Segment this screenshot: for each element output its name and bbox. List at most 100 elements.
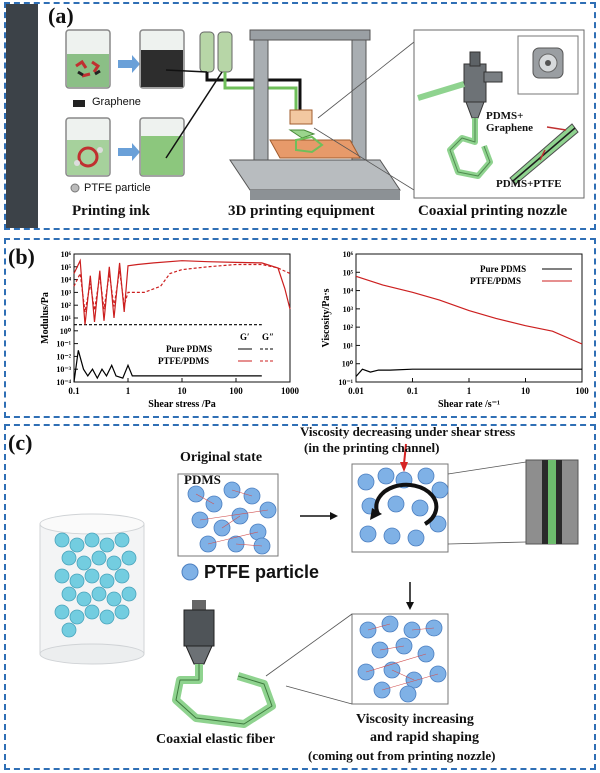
y-tick-label: 10³ <box>61 288 72 297</box>
beaker-graphene-ink <box>139 29 185 89</box>
y-tick-label: 10² <box>343 323 354 332</box>
nozzle-tip-photo <box>532 47 564 79</box>
beaker-ptfe-ink <box>139 117 185 177</box>
particle <box>54 568 70 584</box>
coaxial-elastic-fiber-label: Coaxial elastic fiber <box>156 732 275 747</box>
core-label: PDMS+PTFE <box>496 178 562 190</box>
y-tick-label: 10⁴ <box>61 276 72 285</box>
panel-a-illustration <box>65 29 585 200</box>
particle <box>359 525 377 543</box>
legend-ptfe-pdms: PTFE/PDMS <box>158 356 209 366</box>
particle <box>61 550 77 566</box>
particle <box>114 604 130 620</box>
x-tick-label: 100 <box>229 386 243 396</box>
particle <box>91 550 107 566</box>
down-arrow-icon <box>406 602 414 610</box>
particle <box>76 591 92 607</box>
graphene-flake-icon <box>73 100 85 107</box>
graphene-label: Graphene <box>92 96 141 108</box>
series-line <box>355 275 583 345</box>
particle <box>106 555 122 571</box>
panel-a <box>4 2 596 230</box>
particle <box>91 586 107 602</box>
particle <box>407 529 425 547</box>
particle <box>399 685 417 703</box>
y-tick-label: 10⁻⁴ <box>56 378 71 387</box>
elastic-fiber-nozzle <box>172 600 276 728</box>
ptfe-particle-legend-icon <box>181 563 199 581</box>
ptfe-particle-icon <box>70 183 80 193</box>
particle <box>61 586 77 602</box>
chain-link <box>221 515 241 529</box>
particle <box>114 532 130 548</box>
chain-link <box>367 623 391 631</box>
legend-ptfe-pdms: PTFE/PDMS <box>470 276 521 286</box>
beaker-graphene-raw <box>65 29 111 89</box>
chain-link <box>231 489 253 497</box>
particle <box>377 467 395 485</box>
x-tick-label: 100 <box>575 386 589 396</box>
arrow-icon <box>118 143 140 161</box>
chain-link <box>199 509 269 521</box>
particle <box>417 467 435 485</box>
particle <box>54 604 70 620</box>
series-line <box>355 368 582 377</box>
y-tick-label: 10⁵ <box>61 263 72 272</box>
particle <box>84 604 100 620</box>
panel-c-illustration <box>39 443 579 728</box>
viscosity-decreasing-line1: Viscosity decreasing under shear stress <box>300 424 516 439</box>
printing-channel <box>525 459 579 545</box>
viscosity-increasing-line1: Viscosity increasing <box>356 712 474 727</box>
particle <box>99 573 115 589</box>
particle <box>99 609 115 625</box>
y-tick-label: 10⁻¹ <box>56 340 71 349</box>
particle <box>411 499 429 517</box>
final-state-particles <box>357 615 447 703</box>
particle <box>69 537 85 553</box>
ink-cylinder <box>39 513 145 665</box>
particle <box>76 555 92 571</box>
series-line <box>73 263 291 313</box>
coaxial-fiber-cone <box>509 123 579 185</box>
shell-label-line1: PDMS+ <box>486 110 524 122</box>
panel-b-label: (b) <box>8 244 35 269</box>
particle <box>84 568 100 584</box>
coaxial-nozzle <box>417 51 503 179</box>
x-tick-label: 1000 <box>281 386 300 396</box>
y-tick-label: 10⁶ <box>343 250 354 259</box>
chain-link <box>207 531 259 545</box>
panel-c-label: (c) <box>8 430 33 455</box>
y-tick-label: 10⁵ <box>343 268 354 277</box>
coaxial-nozzle-title: Coaxial printing nozzle <box>418 203 568 219</box>
y-tick-label: 10⁶ <box>61 250 72 259</box>
particle <box>405 671 423 689</box>
chain-link <box>381 673 439 691</box>
panel-c <box>4 424 596 770</box>
x-tick-label: 0.01 <box>348 386 364 396</box>
pdms-label: PDMS <box>184 472 221 487</box>
legend-header-gdprime: G″ <box>262 332 274 342</box>
cylinder-particles <box>54 532 137 638</box>
particle <box>54 532 70 548</box>
ptfe-particle-legend-label: PTFE particle <box>204 562 320 582</box>
rotation-arrow-icon <box>370 508 382 520</box>
y-tick-label: 10¹ <box>61 314 72 323</box>
particle <box>121 586 137 602</box>
particle <box>99 537 115 553</box>
x-axis-label: Shear rate /s⁻¹ <box>438 399 500 410</box>
printing-ink-title: Printing ink <box>72 203 150 219</box>
viscosity-decreasing-line2: (in the printing channel) <box>304 440 440 455</box>
particle <box>114 568 130 584</box>
x-tick-label: 0.1 <box>407 386 419 396</box>
right-arrow-icon <box>330 512 338 520</box>
viscosity-increasing-line3: (coming out from printing nozzle) <box>308 748 496 763</box>
x-tick-label: 1 <box>126 386 131 396</box>
x-tick-label: 10 <box>178 386 188 396</box>
particle <box>106 591 122 607</box>
panel-b <box>4 238 596 418</box>
red-arrow-icon <box>400 462 408 472</box>
y-axis-label: Viscosity/Pa·s <box>321 288 332 347</box>
chain-link <box>411 627 435 631</box>
left-dark-bar <box>6 4 38 228</box>
